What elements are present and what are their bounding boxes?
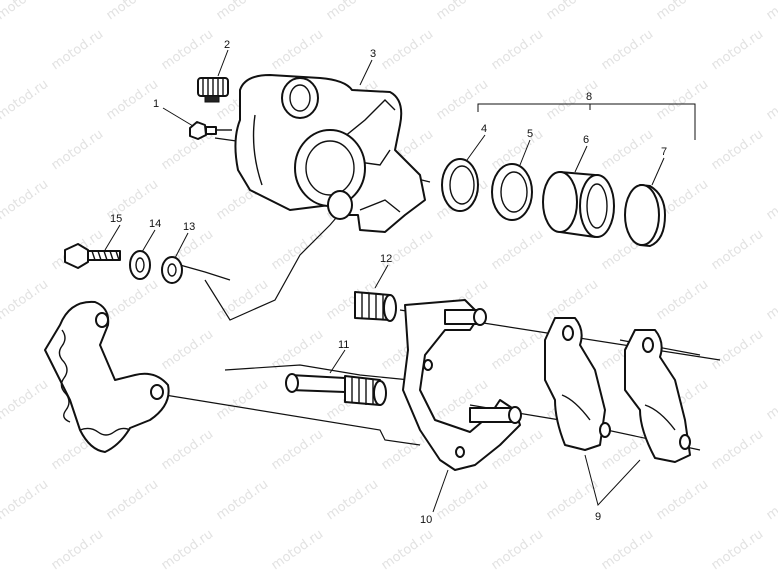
watermark-text: motod.ru — [544, 77, 601, 123]
part-7-cap — [624, 184, 666, 247]
part-8-group-bracket — [477, 103, 696, 140]
watermark-text: motod.ru — [104, 277, 161, 323]
watermark-text: motod.ru — [269, 527, 326, 573]
callout-5: 5 — [527, 128, 533, 140]
watermark-text: motod.ru — [159, 327, 216, 373]
watermark-text: motod.ru — [49, 127, 106, 173]
watermark-text: motod.ru — [214, 277, 271, 323]
part-9-brake-pad-inner — [544, 317, 611, 451]
part-15-bolt — [64, 243, 121, 269]
part-11-guide-pin — [285, 373, 387, 406]
watermark-text: motod.ru — [654, 477, 711, 523]
part-3-caliper-body — [234, 74, 426, 233]
watermark-text: motod.ru — [489, 327, 546, 373]
watermark-text: motod.ru — [599, 127, 656, 173]
part-12-pin-boot — [354, 291, 397, 322]
watermark-text: motod.ru — [654, 0, 711, 23]
watermark-text: motod.ru — [0, 177, 51, 223]
callout-7: 7 — [661, 146, 667, 158]
watermark-text: motod.ru — [159, 27, 216, 73]
watermark-text: motod.ru — [764, 377, 778, 423]
watermark-text: motod.ru — [159, 527, 216, 573]
watermark-text: motod.ru — [214, 0, 271, 23]
callout-6: 6 — [583, 134, 589, 146]
watermark-text: motod.ru — [709, 127, 766, 173]
watermark-text: motod.ru — [324, 477, 381, 523]
callout-2: 2 — [224, 39, 230, 51]
watermark-text: motod.ru — [0, 377, 51, 423]
watermark-text: motod.ru — [434, 0, 491, 23]
callout-1: 1 — [153, 98, 159, 110]
watermark-text: motod.ru — [104, 0, 161, 23]
watermark-text: motod.ru — [764, 177, 778, 223]
part-9-brake-pad-outer — [624, 329, 691, 463]
watermark-text: motod.ru — [489, 227, 546, 273]
watermark-text: motod.ru — [49, 527, 106, 573]
watermark-text: motod.ru — [0, 477, 51, 523]
callout-12: 12 — [380, 253, 392, 265]
watermark-text: motod.ru — [269, 427, 326, 473]
part-10-caliper-bracket — [402, 299, 522, 471]
watermark-text: motod.ru — [654, 277, 711, 323]
watermark-text: motod.ru — [709, 327, 766, 373]
watermark-text: motod.ru — [104, 477, 161, 523]
watermark-text: motod.ru — [544, 277, 601, 323]
watermark-text: motod.ru — [489, 27, 546, 73]
watermark-text: motod.ru — [654, 77, 711, 123]
watermark-text: motod.ru — [434, 477, 491, 523]
part-5-dust-seal — [491, 163, 533, 221]
callout-9: 9 — [595, 511, 601, 523]
watermark-text: motod.ru — [214, 477, 271, 523]
part-4-seal-ring — [441, 158, 479, 212]
watermark-text: motod.ru — [544, 0, 601, 23]
part-13-washer — [161, 256, 183, 284]
part-14-lock-washer — [129, 250, 151, 280]
part-6-piston — [542, 171, 615, 238]
watermark-text: motod.ru — [489, 527, 546, 573]
callout-11: 11 — [338, 339, 349, 351]
watermark-text: motod.ru — [379, 527, 436, 573]
watermark-text: motod.ru — [269, 227, 326, 273]
callout-numbers: 1 2 3 4 5 6 7 8 9 10 11 12 13 14 15 — [110, 39, 667, 526]
watermark-text: motod.ru — [764, 0, 778, 23]
watermark-text: motod.ru — [764, 477, 778, 523]
part-2-bleeder-screw — [197, 77, 229, 103]
watermark-text: motod.ru — [599, 527, 656, 573]
callout-8: 8 — [586, 91, 592, 103]
callout-10: 10 — [420, 514, 432, 526]
watermark-text: motod.ru — [764, 277, 778, 323]
watermark-text: motod.ru — [709, 227, 766, 273]
watermark-text: motod.ru — [324, 0, 381, 23]
callout-13: 13 — [183, 221, 195, 233]
watermark-text: motod.ru — [764, 77, 778, 123]
callout-leader-lines — [104, 49, 665, 513]
watermark-text: motod.ru — [379, 27, 436, 73]
callout-14: 14 — [149, 218, 161, 230]
watermark-text: motod.ru — [49, 27, 106, 73]
watermark-text: motod.ru — [709, 27, 766, 73]
watermark-text: motod.ru — [0, 0, 51, 23]
part-1-bleeder-valve — [189, 121, 232, 140]
watermark-text: motod.ru — [159, 427, 216, 473]
mounting-bracket — [44, 300, 170, 453]
watermark-text: motod.ru — [0, 77, 51, 123]
callout-3: 3 — [370, 48, 376, 60]
watermark-text: motod.ru — [0, 277, 51, 323]
watermark-text: motod.ru — [709, 427, 766, 473]
callout-15: 15 — [110, 213, 122, 225]
watermark-text: motod.ru — [709, 527, 766, 573]
callout-4: 4 — [481, 123, 487, 135]
watermark-text: motod.ru — [269, 27, 326, 73]
watermark-text: motod.ru — [214, 377, 271, 423]
watermark-text: motod.ru — [434, 77, 491, 123]
watermark-text: motod.ru — [599, 27, 656, 73]
